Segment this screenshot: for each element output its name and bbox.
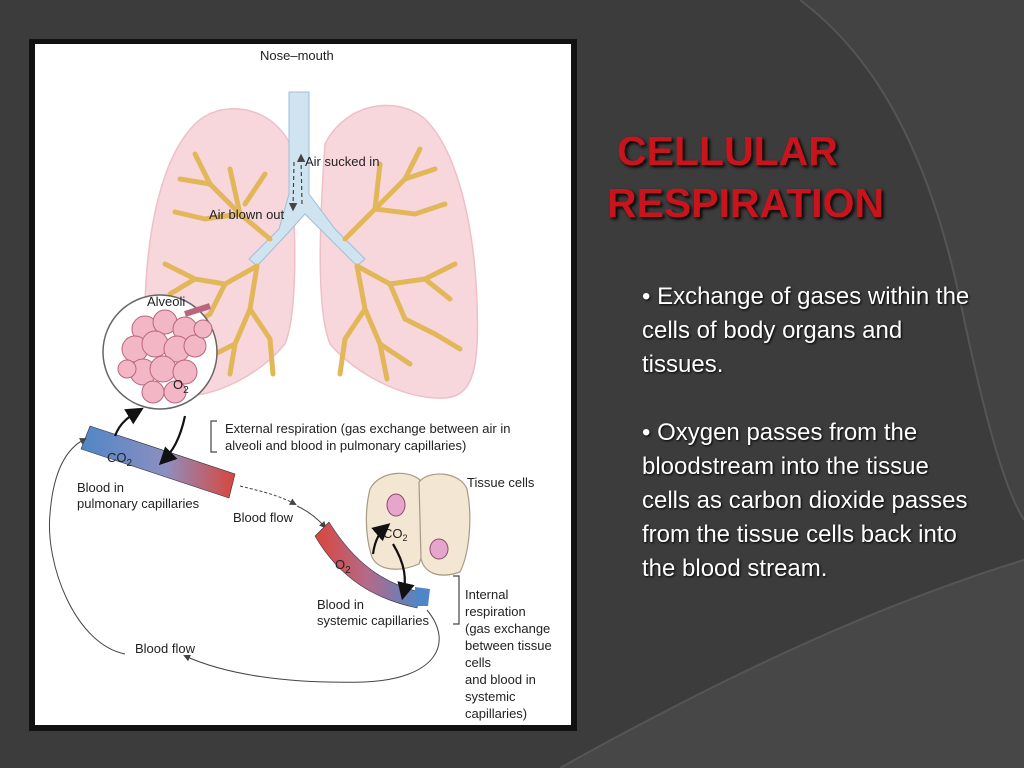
bullet-list: • Exchange of gases within the cells of … xyxy=(642,280,982,586)
tissue-cells-label: Tissue cells xyxy=(467,475,535,490)
systemic-capillaries-label: Blood in systemic capillaries xyxy=(317,597,429,628)
systemic-o2-label: O2 xyxy=(335,557,351,576)
nose-mouth-label: Nose–mouth xyxy=(260,48,334,63)
external-respiration-label: External respiration (gas exchange betwe… xyxy=(225,421,514,453)
bullet-item: • Exchange of gases within the cells of … xyxy=(642,283,970,378)
systemic-capillary xyxy=(314,521,421,609)
internal-respiration-label: Internal respiration (gas exchange betwe… xyxy=(465,587,555,721)
title-line-1: CELLULAR xyxy=(617,128,838,174)
lungs-illustration xyxy=(143,91,479,399)
air-sucked-in-label: Air sucked in xyxy=(305,154,379,169)
alveoli-magnified xyxy=(102,294,218,410)
return-flow-arrow xyxy=(183,609,440,683)
alveoli-label: Alveoli xyxy=(147,294,185,309)
blood-flow-return-label: Blood flow xyxy=(135,641,196,656)
title-line-2: RESPIRATION xyxy=(607,180,885,226)
tissue-cells-illustration xyxy=(365,472,471,576)
bullet-item: • Oxygen passes from the bloodstream int… xyxy=(642,419,968,582)
alveoli-o2-label: O2 xyxy=(173,377,189,396)
slide-title: CELLULAR RESPIRATION xyxy=(607,125,937,229)
pulmonary-co2-label: CO2 xyxy=(107,450,133,469)
blood-flow-label: Blood flow xyxy=(233,510,294,525)
respiration-diagram: Nose–mouth Air sucked in Air blown out A… xyxy=(35,44,571,725)
return-flow-arrow xyxy=(48,438,126,655)
pulmonary-capillaries-label: Blood in pulmonary capillaries xyxy=(77,480,200,511)
air-blown-out-label: Air blown out xyxy=(209,207,285,222)
